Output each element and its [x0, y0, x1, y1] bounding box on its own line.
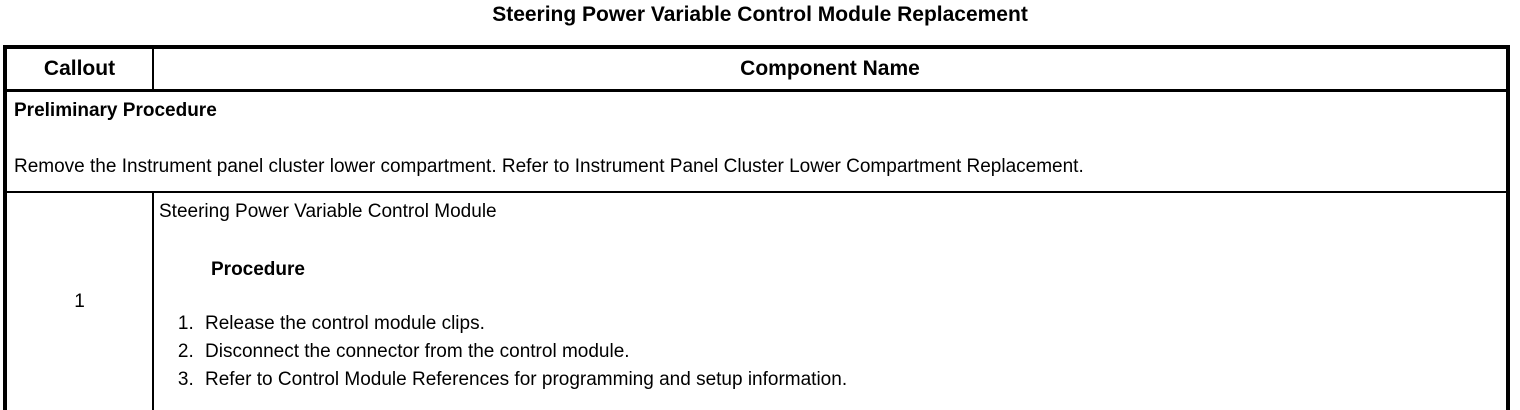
procedure-step: Release the control module clips.	[199, 310, 1498, 338]
procedure-steps-list: Release the control module clips. Discon…	[159, 310, 1498, 394]
component-name: Steering Power Variable Control Module	[159, 201, 497, 222]
procedure-step: Refer to Control Module References for p…	[199, 366, 1498, 394]
component-table: Callout Component Name Preliminary Proce…	[3, 45, 1510, 410]
callout-number: 1	[5, 192, 154, 410]
preliminary-procedure-row: Preliminary Procedure Remove the Instrum…	[5, 90, 1508, 193]
procedure-step: Disconnect the connector from the contro…	[199, 338, 1498, 366]
table-header: Callout Component Name	[5, 47, 1508, 92]
table-row: 1 Steering Power Variable Control Module…	[5, 192, 1508, 410]
preliminary-procedure-heading: Preliminary Procedure	[14, 100, 217, 121]
preliminary-procedure-text: Remove the Instrument panel cluster lowe…	[14, 156, 1084, 177]
callout-column-header: Callout	[5, 47, 154, 92]
header-row: Callout Component Name	[5, 47, 1508, 92]
component-cell: Steering Power Variable Control Module P…	[153, 192, 1508, 410]
page-title: Steering Power Variable Control Module R…	[492, 3, 1028, 26]
preliminary-procedure-cell: Preliminary Procedure Remove the Instrum…	[5, 90, 1508, 193]
component-name-column-header: Component Name	[153, 47, 1508, 92]
procedure-heading: Procedure	[211, 259, 305, 280]
